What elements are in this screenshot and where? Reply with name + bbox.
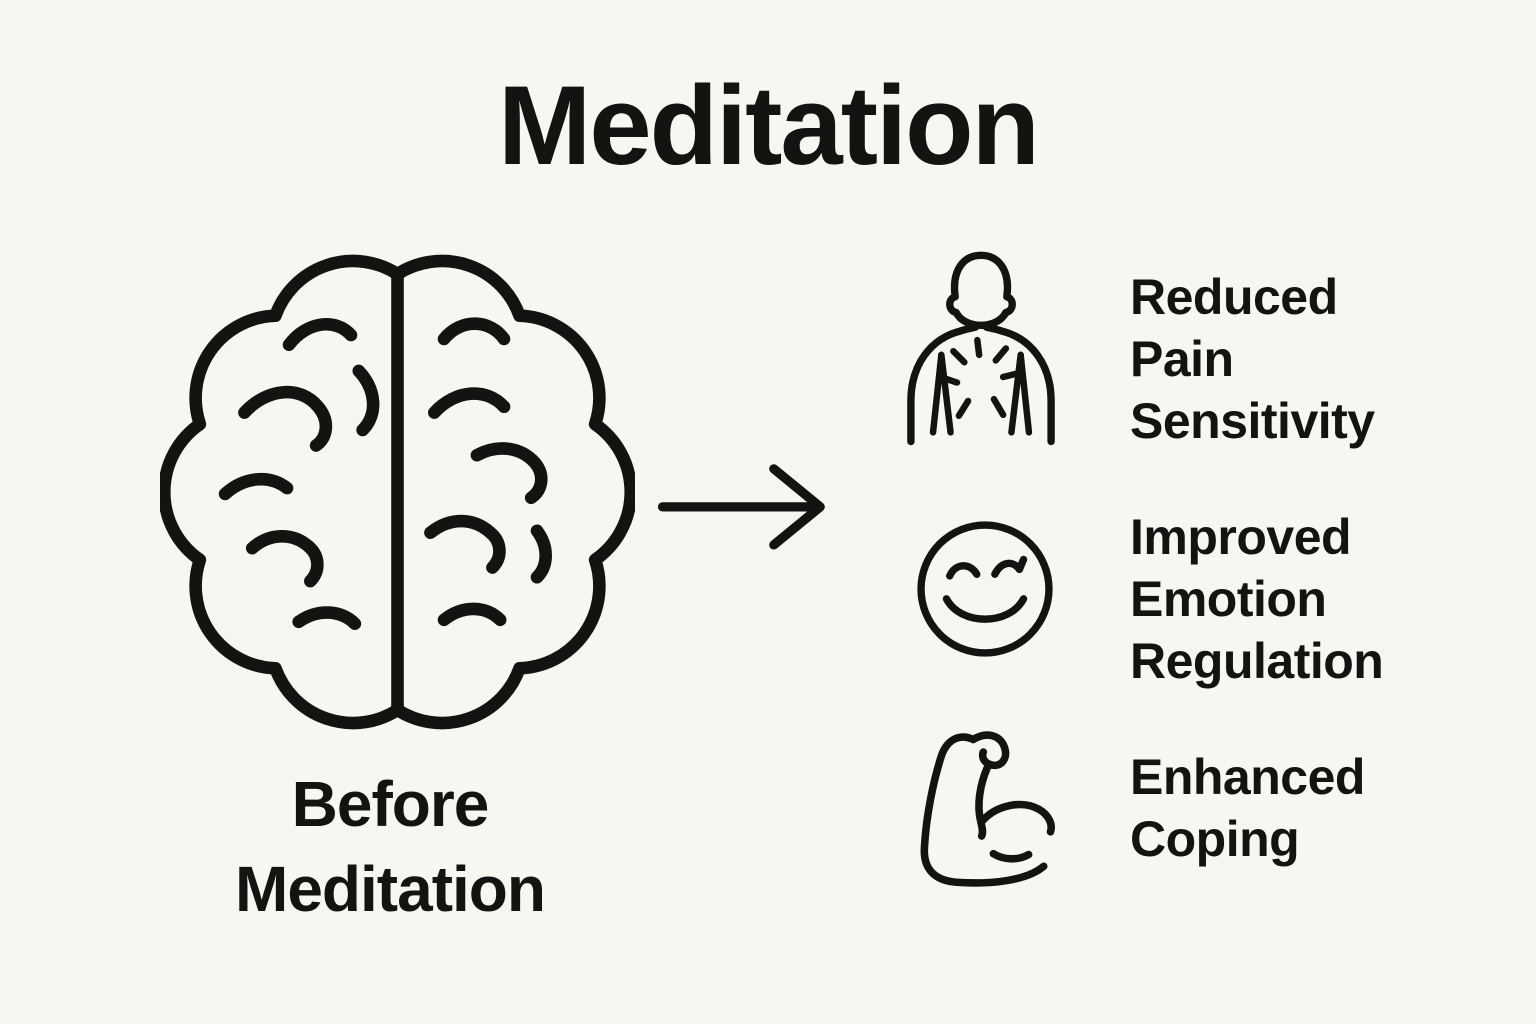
before-label-line2: Meditation (235, 853, 546, 925)
page-title: Meditation (498, 63, 1040, 188)
arrow-svg (657, 464, 825, 550)
benefit-line: Sensitivity (1130, 393, 1375, 449)
benefit-label-improved-emotion-regulation: Improved Emotion Regulation (1130, 506, 1530, 692)
pain-person-svg (907, 251, 1055, 446)
benefit-line: Regulation (1130, 633, 1384, 689)
benefit-label-enhanced-coping: Enhanced Coping (1130, 746, 1530, 870)
flexed-bicep-icon (906, 724, 1074, 896)
smiling-face-icon (903, 507, 1067, 671)
right-arrow-icon (650, 454, 842, 556)
before-meditation-label: Before Meditation (90, 762, 690, 932)
bicep-svg (920, 731, 1055, 887)
benefit-line: Enhanced (1130, 749, 1365, 805)
brain-svg (160, 254, 635, 730)
benefit-line: Emotion (1130, 571, 1327, 627)
smiley-svg (917, 521, 1053, 657)
benefit-line: Pain (1130, 331, 1234, 387)
before-label-line1: Before (291, 768, 490, 840)
benefit-label-reduced-pain-sensitivity: Reduced Pain Sensitivity (1130, 266, 1530, 452)
benefit-line: Reduced (1130, 269, 1338, 325)
benefit-line: Improved (1130, 509, 1352, 565)
benefit-line: Coping (1130, 811, 1300, 867)
brain-top-view-icon (160, 245, 635, 739)
pain-sensitivity-person-icon (898, 246, 1064, 449)
